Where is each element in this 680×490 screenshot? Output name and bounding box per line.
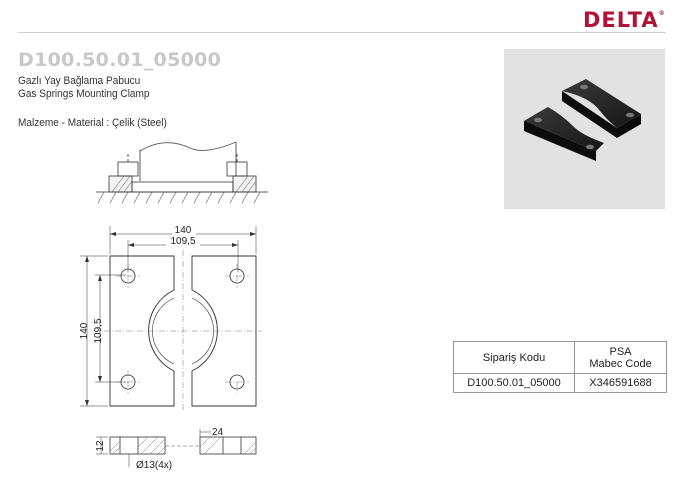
product-name-tr: Gazlı Yay Bağlama Pabucu [18, 75, 141, 87]
dim-overall-width: 140 [175, 225, 192, 236]
material-label: Malzeme - Material : Çelik (Steel) [18, 117, 167, 129]
product-code-title: D100.50.01_05000 [18, 49, 222, 71]
header-divider [18, 32, 666, 33]
side-section-view: 12 24 Ø13(4x) [95, 427, 257, 471]
dim-hole-diameter: Ø13(4x) [136, 460, 172, 471]
dim-depth: 24 [212, 427, 224, 438]
clamp-render-image [524, 79, 641, 161]
cell-mabec-code: X346591688 [574, 373, 667, 393]
table-row: D100.50.01_05000 X346591688 [453, 373, 667, 393]
dim-hole-spacing-x: 109,5 [170, 236, 195, 247]
header-order-code: Sipariş Kodu [453, 341, 575, 374]
plan-view: 140 109,5 140 109,5 [80, 225, 262, 412]
delta-logo: DELTA® [583, 8, 666, 32]
assembly-section-view [96, 141, 268, 204]
technical-drawing: 140 109,5 140 109,5 [80, 128, 280, 478]
dim-thickness: 12 [95, 440, 106, 452]
product-photo [504, 49, 665, 209]
cell-order-code: D100.50.01_05000 [453, 373, 575, 393]
product-name-en: Gas Springs Mounting Clamp [18, 88, 150, 100]
dim-overall-height: 140 [80, 322, 90, 339]
dim-hole-spacing-y: 109,5 [93, 318, 104, 343]
